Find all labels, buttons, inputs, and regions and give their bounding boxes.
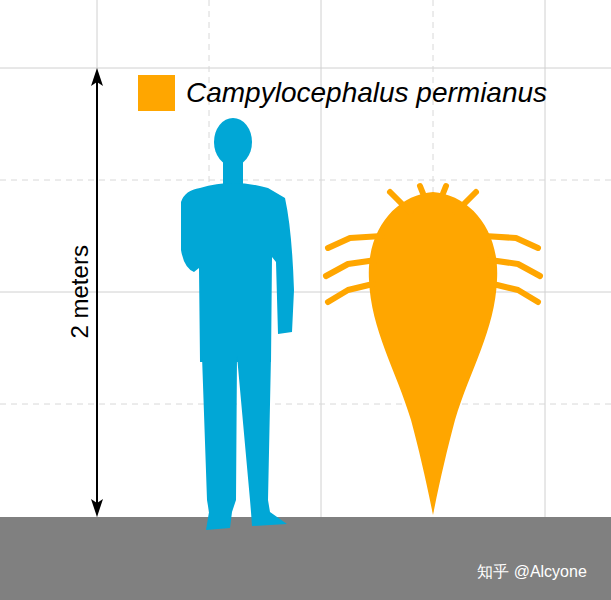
legend-swatch bbox=[138, 75, 175, 111]
grid bbox=[0, 0, 611, 517]
ground bbox=[0, 517, 611, 600]
human-silhouette bbox=[181, 118, 294, 530]
watermark: 知乎 @Alcyone bbox=[477, 563, 587, 581]
campylocephalus-silhouette bbox=[326, 186, 540, 515]
grid-dashed bbox=[0, 0, 611, 517]
legend-text: Campylocephalus permianus bbox=[186, 77, 547, 109]
scale-label: 2 meters bbox=[66, 245, 94, 338]
